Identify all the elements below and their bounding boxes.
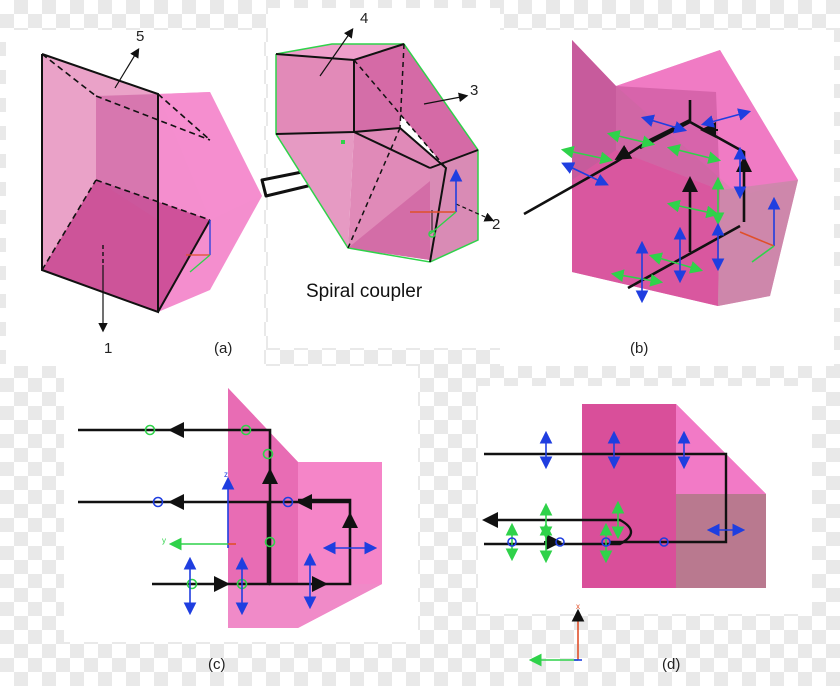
caption-b: (b) [630, 340, 649, 357]
panel-a-waveguide [41, 47, 262, 333]
caption-c: (c) [208, 656, 226, 673]
panel-d-waveguide [482, 404, 766, 588]
label-port-2: 2 [492, 216, 501, 233]
caption-d: (d) [662, 656, 681, 673]
panel-c-waveguide [78, 388, 382, 628]
axis-label-y: y [162, 536, 166, 545]
label-port-4: 4 [360, 10, 369, 27]
spiral-coupler [275, 28, 495, 263]
label-port-3: 3 [470, 82, 479, 99]
label-port-5: 5 [136, 28, 145, 45]
axis-label-x: x [576, 602, 580, 611]
axis-label-z: z [224, 470, 228, 479]
panel-b-field-arrows [560, 108, 781, 304]
label-port-1: 1 [104, 340, 113, 357]
panel-c-field-markers [144, 424, 378, 616]
panel-b-waveguide [523, 40, 798, 306]
spiral-coupler-title: Spiral coupler [306, 281, 423, 302]
panel-d-field-markers [505, 430, 746, 667]
caption-a: (a) [214, 340, 233, 357]
